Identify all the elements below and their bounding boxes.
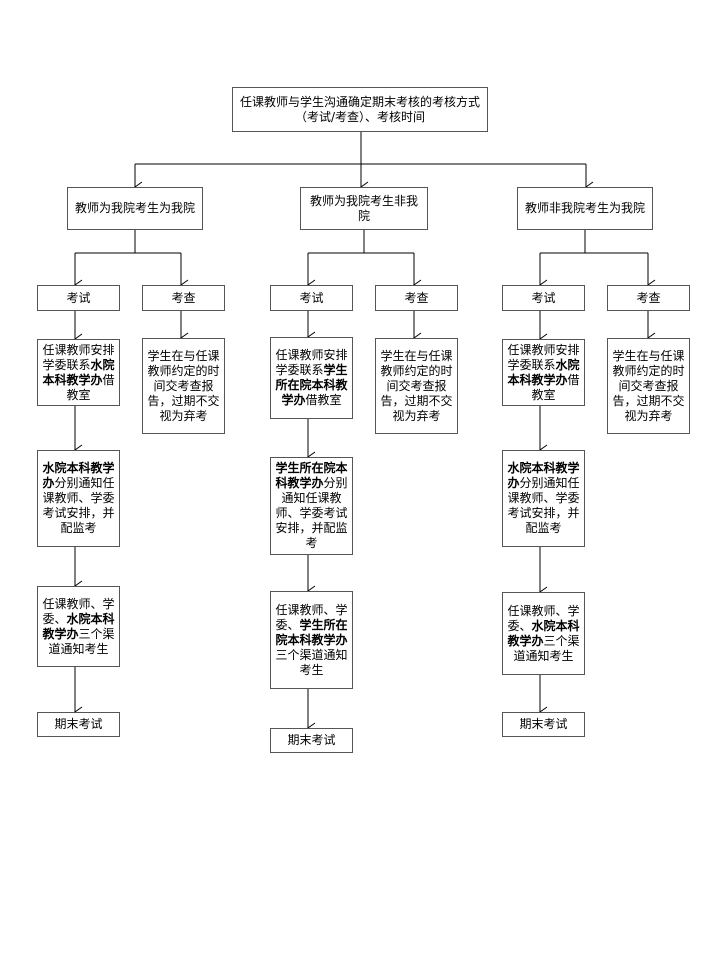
column-1-check-text: 学生在与任课教师约定的时间交考查报告，过期不交视为弃考 xyxy=(147,348,220,423)
column-2-exam-step-3-part-3: 三个渠道通知考生 xyxy=(275,647,348,677)
column-2-final-box: 期末考试 xyxy=(270,728,353,753)
column-3-check-text-box: 学生在与任课教师约定的时间交考查报告，过期不交视为弃考 xyxy=(607,338,690,434)
column-1-exam-step-3-part-2: 水院本科教学办 xyxy=(42,611,115,641)
column-1-check-text-box: 学生在与任课教师约定的时间交考查报告，过期不交视为弃考 xyxy=(142,338,225,434)
column-3-header-line2: 考生为我院 xyxy=(585,201,646,215)
column-1-exam-step-2-text: 水院本科教学办分别通知任课教师、学委考试安排，并配监考 xyxy=(41,461,116,536)
column-2-exam-step-2-part-1: 学生所在院本科教学办 xyxy=(275,461,348,490)
column-3-exam-step-1: 任课教师安排学委联系水院本科教学办借教室 xyxy=(502,339,585,406)
column-2-check-text: 学生在与任课教师约定的时间交考查报告，过期不交视为弃考 xyxy=(380,348,453,423)
column-1-header-text: 教师为我院考生为我院 xyxy=(75,201,195,216)
column-2-exam-step-3-part-2: 学生所在院本科教学办 xyxy=(275,617,348,647)
column-2-check-label: 考查 xyxy=(404,290,429,305)
column-2-exam-step-1: 任课教师安排学委联系学生所在院本科教学办借教室 xyxy=(270,337,353,419)
column-1-exam-step-1-part-2: 水院本科教学办 xyxy=(42,357,115,387)
column-3-exam-step-3-part-3: 三个渠道通知考生 xyxy=(513,633,580,663)
column-1-exam-step-3-part-1: 任课教师、学委、 xyxy=(42,596,115,626)
column-2-final-label: 期末考试 xyxy=(287,733,336,747)
column-1-exam-step-3-part-3: 三个渠道通知考生 xyxy=(48,626,115,656)
column-2-exam-step-3-part-1: 任课教师、学委、 xyxy=(275,602,348,632)
column-3-exam-step-1-text: 任课教师安排学委联系水院本科教学办借教室 xyxy=(506,343,581,403)
column-2-exam-step-3: 任课教师、学委、学生所在院本科教学办三个渠道通知考生 xyxy=(270,591,353,689)
column-3-exam-step-3-part-2: 水院本科教学办 xyxy=(507,618,580,648)
column-3-final-box: 期末考试 xyxy=(502,712,585,737)
column-2-exam-step-2-part-2: 分别通知任课教师、学委考试安排，并配监考 xyxy=(275,476,348,550)
column-1-final-label: 期末考试 xyxy=(54,717,103,731)
column-3-exam-label: 考试 xyxy=(531,290,556,305)
column-3-exam-step-2-part-2: 分别通知任课教师、学委考试安排，并配监考 xyxy=(507,476,580,535)
column-3-exam-step-2: 水院本科教学办分别通知任课教师、学委考试安排，并配监考 xyxy=(502,450,585,547)
column-1-header: 教师为我院考生为我院 xyxy=(67,187,203,230)
column-1-exam-step-1-text: 任课教师安排学委联系水院本科教学办借教室 xyxy=(41,343,116,403)
column-2-exam-step-3-text: 任课教师、学委、学生所在院本科教学办三个渠道通知考生 xyxy=(274,603,349,678)
column-1-exam-step-1: 任课教师安排学委联系水院本科教学办借教室 xyxy=(37,339,120,406)
column-3-header-text: 教师非我院考生为我院 xyxy=(525,201,645,216)
column-3-final-label: 期末考试 xyxy=(519,717,568,731)
column-2-header-line1: 教师为我院 xyxy=(309,193,370,208)
column-2-exam-step-1-text: 任课教师安排学委联系学生所在院本科教学办借教室 xyxy=(274,348,349,408)
column-1-exam-label: 考试 xyxy=(66,290,91,305)
column-3-check-text: 学生在与任课教师约定的时间交考查报告，过期不交视为弃考 xyxy=(612,348,685,423)
column-3-header-line1: 教师非我院 xyxy=(524,201,585,215)
column-3-exam-step-3-text: 任课教师、学委、水院本科教学办三个渠道通知考生 xyxy=(506,604,581,664)
column-1-exam-step-1-part-1: 任课教师安排学委联系 xyxy=(42,342,115,372)
column-1-exam-box: 考试 xyxy=(37,285,120,311)
column-2-exam-label: 考试 xyxy=(299,290,324,305)
column-1-check-label: 考查 xyxy=(171,290,196,305)
column-3-check-label: 考查 xyxy=(636,290,661,305)
column-2-exam-box: 考试 xyxy=(270,285,353,311)
column-2-header-line2: 考生非我院 xyxy=(357,193,419,223)
column-3-exam-step-2-text: 水院本科教学办分别通知任课教师、学委考试安排，并配监考 xyxy=(506,461,581,536)
column-1-check-box: 考查 xyxy=(142,285,225,311)
column-1-final-box: 期末考试 xyxy=(37,712,120,737)
column-1-exam-step-2-part-2: 分别通知任课教师、学委考试安排，并配监考 xyxy=(42,476,115,535)
column-3-exam-step-1-part-1: 任课教师安排学委联系 xyxy=(507,342,580,372)
column-2-exam-step-2: 学生所在院本科教学办分别通知任课教师、学委考试安排，并配监考 xyxy=(270,457,353,555)
column-3-exam-step-3: 任课教师、学委、水院本科教学办三个渠道通知考生 xyxy=(502,592,585,675)
column-1-exam-step-3-text: 任课教师、学委、水院本科教学办三个渠道通知考生 xyxy=(41,597,116,657)
column-3-exam-step-2-part-1: 水院本科教学办 xyxy=(507,461,580,490)
column-2-check-text-box: 学生在与任课教师约定的时间交考查报告，过期不交视为弃考 xyxy=(375,338,458,434)
column-3-header: 教师非我院考生为我院 xyxy=(517,187,653,230)
top-box: 任课教师与学生沟通确定期末考核的考核方式（考试/考查）、考核时间 xyxy=(232,87,488,132)
column-3-exam-step-3-part-1: 任课教师、学委、 xyxy=(507,603,580,633)
column-2-exam-step-1-part-1: 任课教师安排学委联系 xyxy=(275,348,348,377)
column-1-exam-step-2-part-1: 水院本科教学办 xyxy=(42,461,115,490)
column-2-exam-step-1-part-3: 借教室 xyxy=(305,393,342,407)
column-2-check-box: 考查 xyxy=(375,285,458,311)
column-2-header-text: 教师为我院考生非我院 xyxy=(304,194,424,224)
column-1-header-line1: 教师为我院 xyxy=(74,201,135,215)
column-2-exam-step-1-part-2: 学生所在院本科教学办 xyxy=(275,363,348,407)
column-2-exam-step-2-text: 学生所在院本科教学办分别通知任课教师、学委考试安排，并配监考 xyxy=(274,461,349,551)
column-1-exam-step-1-part-3: 借教室 xyxy=(66,372,115,402)
column-3-check-box: 考查 xyxy=(607,285,690,311)
column-1-header-line2: 考生为我院 xyxy=(135,201,196,215)
top-text: 任课教师与学生沟通确定期末考核的考核方式（考试/考查）、考核时间 xyxy=(239,94,480,124)
column-3-exam-step-1-part-3: 借教室 xyxy=(531,372,580,402)
column-3-exam-step-1-part-2: 水院本科教学办 xyxy=(507,357,580,387)
column-1-exam-step-2: 水院本科教学办分别通知任课教师、学委考试安排，并配监考 xyxy=(37,450,120,547)
column-3-exam-box: 考试 xyxy=(502,285,585,311)
column-2-header: 教师为我院考生非我院 xyxy=(300,187,428,230)
column-1-exam-step-3: 任课教师、学委、水院本科教学办三个渠道通知考生 xyxy=(37,586,120,667)
